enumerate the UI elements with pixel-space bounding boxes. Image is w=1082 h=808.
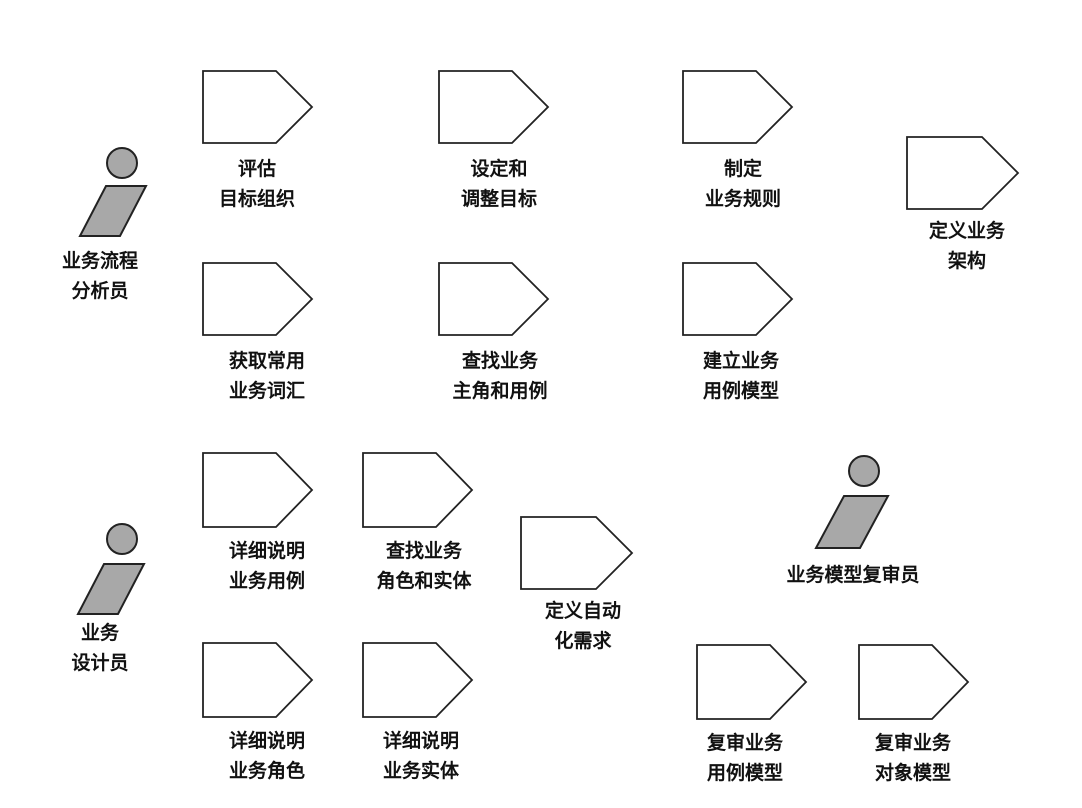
activity-formulate-business-rules: 制定 业务规则 [682, 70, 832, 230]
activity-icon [520, 516, 634, 590]
worker-business-model-reviewer: 业务模型复审员 [786, 454, 920, 586]
activity-label: 建立业务 用例模型 [702, 350, 779, 402]
activity-icon [362, 452, 474, 528]
activity-icon [682, 262, 794, 336]
activity-detail-business-entity: 详细说明 业务实体 [362, 642, 512, 802]
activity-icon [438, 70, 550, 144]
activity-icon [202, 452, 314, 528]
activity-label: 复审业务 用例模型 [706, 732, 783, 784]
activity-capture-common-vocabulary: 获取常用 业务词汇 [202, 262, 352, 422]
business-worker-icon [76, 523, 146, 615]
activity-icon [906, 136, 1020, 210]
activity-build-business-use-case-model: 建立业务 用例模型 [682, 262, 832, 422]
activity-find-business-workers-entities: 查找业务 角色和实体 [362, 452, 512, 612]
activity-label: 详细说明 业务实体 [382, 730, 459, 782]
activity-label: 评估 目标组织 [218, 158, 295, 210]
activity-label: 定义自动 化需求 [544, 600, 621, 652]
activity-review-business-use-case-model: 复审业务 用例模型 [696, 644, 846, 804]
activity-label: 定义业务 架构 [928, 220, 1005, 272]
activity-icon [438, 262, 550, 336]
activity-icon [682, 70, 794, 144]
activity-icon [362, 642, 474, 718]
activity-define-business-architecture: 定义业务 架构 [906, 136, 1056, 296]
activity-icon [858, 644, 970, 720]
activity-label: 复审业务 对象模型 [874, 732, 951, 784]
activity-label: 获取常用 业务词汇 [228, 350, 305, 402]
activity-assess-target-organization: 评估 目标组织 [202, 70, 352, 230]
business-worker-icon [78, 147, 148, 237]
activity-review-business-object-model: 复审业务 对象模型 [858, 644, 1008, 804]
activity-icon [696, 644, 808, 720]
activity-label: 查找业务 主角和用例 [452, 350, 548, 402]
worker-label: 业务流程 分析员 [61, 250, 138, 302]
activity-label: 设定和 调整目标 [460, 158, 537, 210]
activity-find-business-actors-use-cases: 查找业务 主角和用例 [438, 262, 588, 422]
worker-label: 业务 设计员 [71, 622, 129, 674]
activity-label: 详细说明 业务用例 [228, 540, 305, 592]
activity-define-automation-requirements: 定义自动 化需求 [520, 516, 670, 676]
worker-business-designer: 业务 设计员 [70, 522, 146, 674]
worker-label: 业务模型复审员 [786, 564, 920, 586]
activity-detail-business-use-case: 详细说明 业务用例 [202, 452, 352, 612]
activity-label: 查找业务 角色和实体 [376, 540, 472, 592]
activity-set-and-adjust-objectives: 设定和 调整目标 [438, 70, 588, 230]
activity-label: 详细说明 业务角色 [228, 730, 305, 782]
activity-icon [202, 642, 314, 718]
activity-label: 制定 业务规则 [704, 158, 781, 210]
activity-icon [202, 70, 314, 144]
activity-detail-business-worker: 详细说明 业务角色 [202, 642, 352, 802]
business-worker-icon [814, 455, 890, 549]
worker-business-process-analyst: 业务流程 分析员 [62, 146, 148, 302]
activity-icon [202, 262, 314, 336]
